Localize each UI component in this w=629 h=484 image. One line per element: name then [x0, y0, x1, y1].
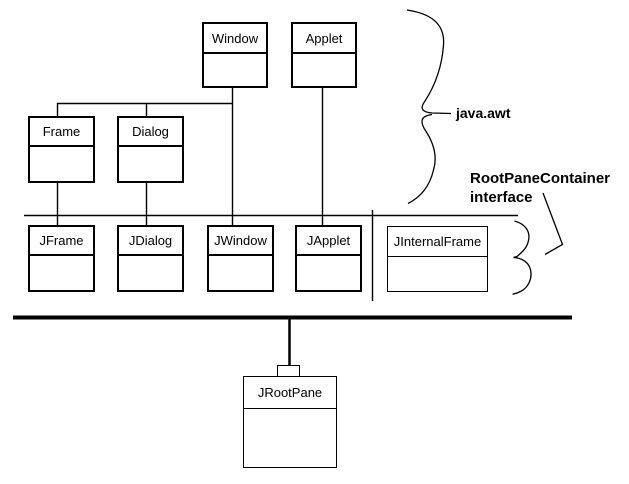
class-name-jwindow: JWindow: [209, 227, 272, 256]
rootpanecontainer-brace: [512, 220, 532, 295]
class-box-frame: Frame: [28, 116, 95, 183]
class-box-jframe: JFrame: [28, 225, 95, 292]
class-name-applet: Applet: [293, 24, 355, 54]
java-awt-brace: [406, 9, 452, 205]
class-name-jrootpane: JRootPane: [244, 377, 336, 409]
class-name-japplet: JApplet: [297, 227, 360, 256]
class-box-jinternalframe: JInternalFrame: [387, 226, 488, 292]
rootpanecontainer-interface-label: RootPaneContainer interface: [470, 169, 610, 207]
package-label-java-awt: java.awt: [456, 105, 511, 121]
class-name-window: Window: [204, 24, 266, 54]
class-name-jframe: JFrame: [30, 227, 93, 256]
class-box-jwindow: JWindow: [207, 225, 274, 292]
class-box-window: Window: [202, 22, 268, 88]
class-name-jinternalframe: JInternalFrame: [388, 227, 487, 257]
rootpanecontainer-label-line2: interface: [470, 189, 533, 206]
class-name-frame: Frame: [30, 118, 93, 147]
class-name-dialog: Dialog: [119, 118, 182, 147]
class-box-japplet: JApplet: [295, 225, 362, 292]
class-box-jdialog: JDialog: [117, 225, 184, 292]
class-box-applet: Applet: [291, 22, 357, 88]
class-box-jrootpane: JRootPane: [243, 376, 337, 468]
interface-pointer-line: [542, 192, 564, 256]
rootpanecontainer-label-line1: RootPaneContainer: [470, 170, 611, 187]
class-box-dialog: Dialog: [117, 116, 184, 183]
class-name-jdialog: JDialog: [119, 227, 182, 256]
